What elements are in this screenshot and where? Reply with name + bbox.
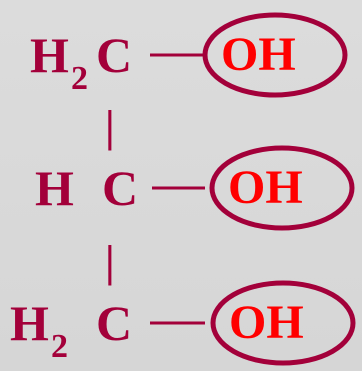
hydroxyl-ellipse-2 [209,145,355,231]
row-3-hydroxyl: OH [229,296,304,349]
row-3-hydrogen: H [10,295,49,351]
vertical-bond-1: | [105,102,115,151]
row-2-carbon: C [102,160,139,216]
row-2-hydroxyl: OH [228,161,303,214]
row-1-hydroxyl: OH [221,28,296,81]
row-1-carbon: C [96,27,133,83]
row-3-carbon: C [96,295,133,351]
row-2-hydrogen: H [35,160,74,216]
hydroxyl-ellipse-1 [202,12,348,98]
row-1-hydrogen: H [30,27,69,83]
hydroxyl-ellipse-3 [210,280,356,366]
row-3-subscript: 2 [51,328,68,365]
row-1-subscript: 2 [71,60,88,97]
vertical-bond-2: | [105,237,115,286]
